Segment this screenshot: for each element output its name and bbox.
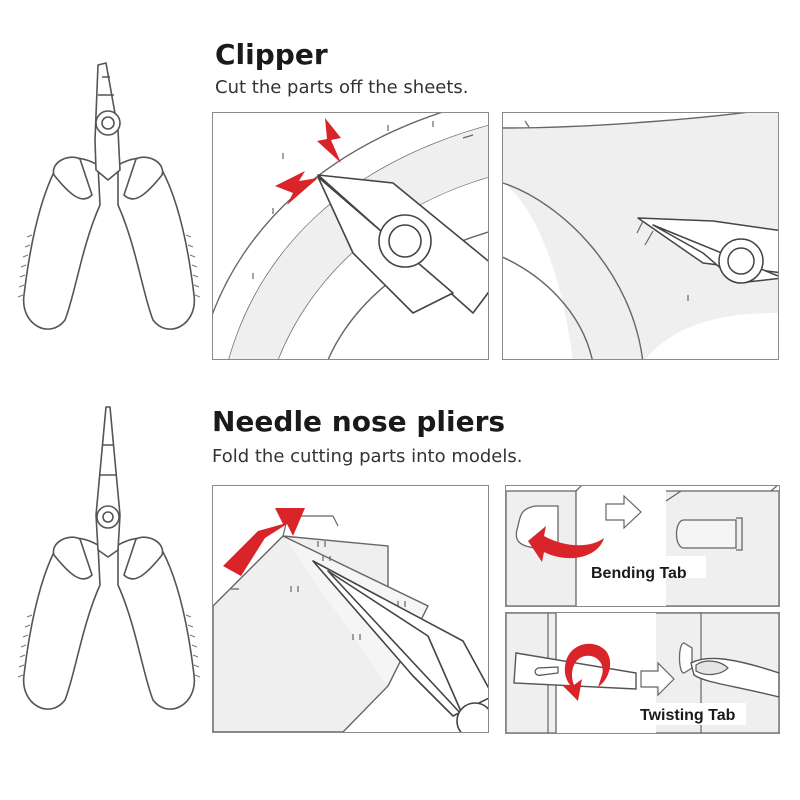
section-subtitle-clipper: Cut the parts off the sheets. xyxy=(215,77,469,98)
pliers-step-panel-fold xyxy=(212,485,489,733)
clipper-step-panel-2 xyxy=(502,112,779,360)
clipper-illustration xyxy=(10,55,201,345)
arrow-icon xyxy=(605,494,642,530)
clipper-icon xyxy=(17,62,201,330)
section-title-clipper: Clipper xyxy=(215,38,328,71)
needle-nose-pliers-icon xyxy=(17,406,201,710)
arrow-icon xyxy=(223,508,305,576)
bending-tab-panel xyxy=(505,485,780,607)
section-subtitle-needle-nose-pliers: Fold the cutting parts into models. xyxy=(212,446,523,467)
arrow-icon xyxy=(528,526,604,562)
clipper-step-panel-1 xyxy=(212,112,489,360)
twisting-tab-panel xyxy=(505,612,780,734)
spark-icon xyxy=(275,171,318,205)
arrow-icon xyxy=(640,661,675,697)
twisting-tab-caption: Twisting Tab xyxy=(640,707,736,724)
bending-tab-caption: Bending Tab xyxy=(591,565,687,582)
section-title-needle-nose-pliers: Needle nose pliers xyxy=(212,405,506,438)
spark-icon xyxy=(317,118,341,163)
arrow-icon xyxy=(562,643,611,701)
needle-nose-pliers-illustration xyxy=(10,405,201,725)
